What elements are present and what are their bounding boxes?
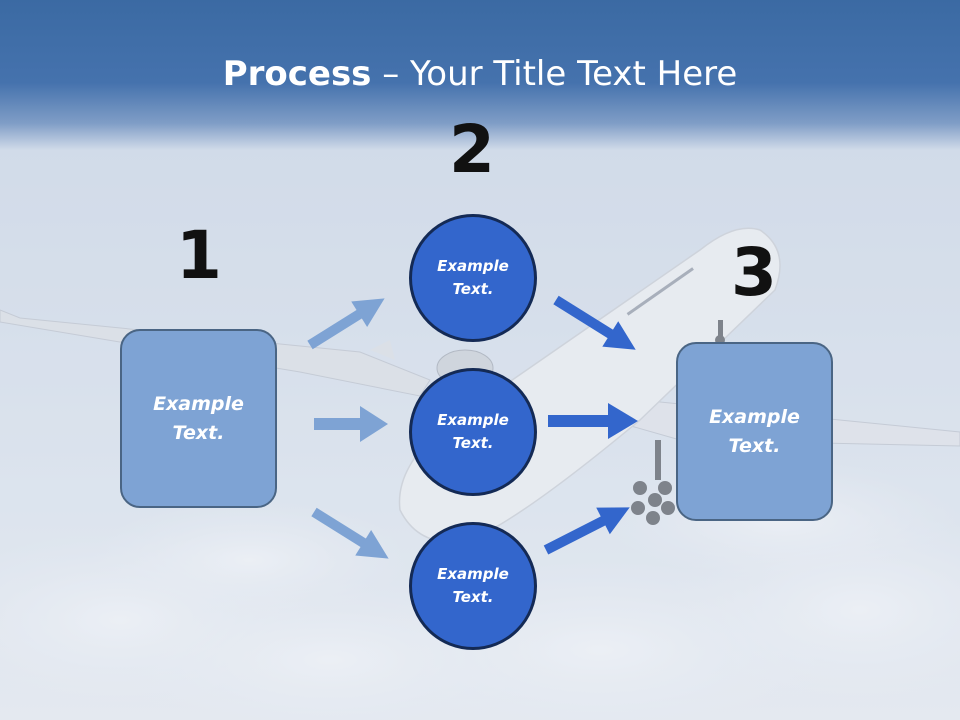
step-number-2: 2: [449, 111, 495, 188]
title-rest: – Your Title Text Here: [371, 54, 738, 94]
slide-title: Process – Your Title Text Here: [0, 52, 960, 96]
title-bold: Process: [222, 54, 372, 94]
circle-bottom-text: Example Text.: [437, 565, 509, 606]
step-number-1: 1: [176, 217, 222, 294]
circle-bottom: Example Text.: [409, 522, 537, 650]
circle-middle: Example Text.: [409, 368, 537, 496]
step-1-box: Example Text.: [120, 329, 277, 508]
step-number-3: 3: [731, 234, 777, 311]
circle-middle-text: Example Text.: [437, 411, 509, 452]
circle-top: Example Text.: [409, 214, 537, 342]
step-1-text: Example Text.: [153, 392, 244, 444]
step-3-text: Example Text.: [709, 405, 800, 457]
step-3-box: Example Text.: [676, 342, 833, 521]
title-band: [0, 0, 960, 150]
circle-top-text: Example Text.: [437, 257, 509, 298]
